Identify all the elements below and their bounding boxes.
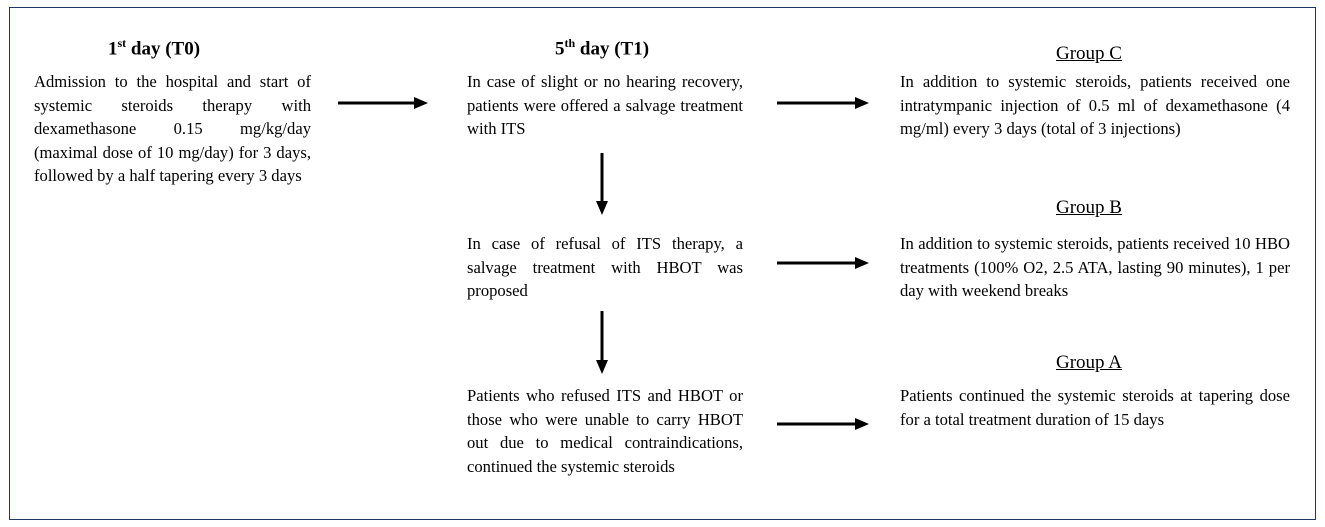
arrow-down-icon <box>596 311 608 374</box>
group-b-text: In addition to systemic steroids, patien… <box>900 234 1290 301</box>
group-c-text: In addition to systemic steroids, patien… <box>900 72 1290 139</box>
group-b-title: Group B <box>1056 197 1122 218</box>
arrow-right-icon <box>777 418 869 430</box>
step-continue-steroids: Patients who refused ITS and HBOT or tho… <box>467 386 743 476</box>
arrow-right-icon <box>338 97 428 109</box>
step-its-offer: In case of slight or no hearing recovery… <box>467 72 743 139</box>
col1-text: Admission to the hospital and start of s… <box>34 72 311 186</box>
group-a-text: Patients continued the systemic steroids… <box>900 386 1290 429</box>
step-hbot-offer: In case of refusal of ITS therapy, a sal… <box>467 234 743 301</box>
group-c-title: Group C <box>1056 43 1122 64</box>
arrow-down-icon <box>596 153 608 215</box>
group-a-title: Group A <box>1056 352 1122 373</box>
arrow-right-icon <box>777 257 869 269</box>
diagram-frame <box>9 7 1316 520</box>
col2-heading: 5th day (T1) <box>554 36 650 60</box>
col1-heading: 1st day (T0) <box>107 36 201 60</box>
arrow-right-icon <box>777 97 869 109</box>
